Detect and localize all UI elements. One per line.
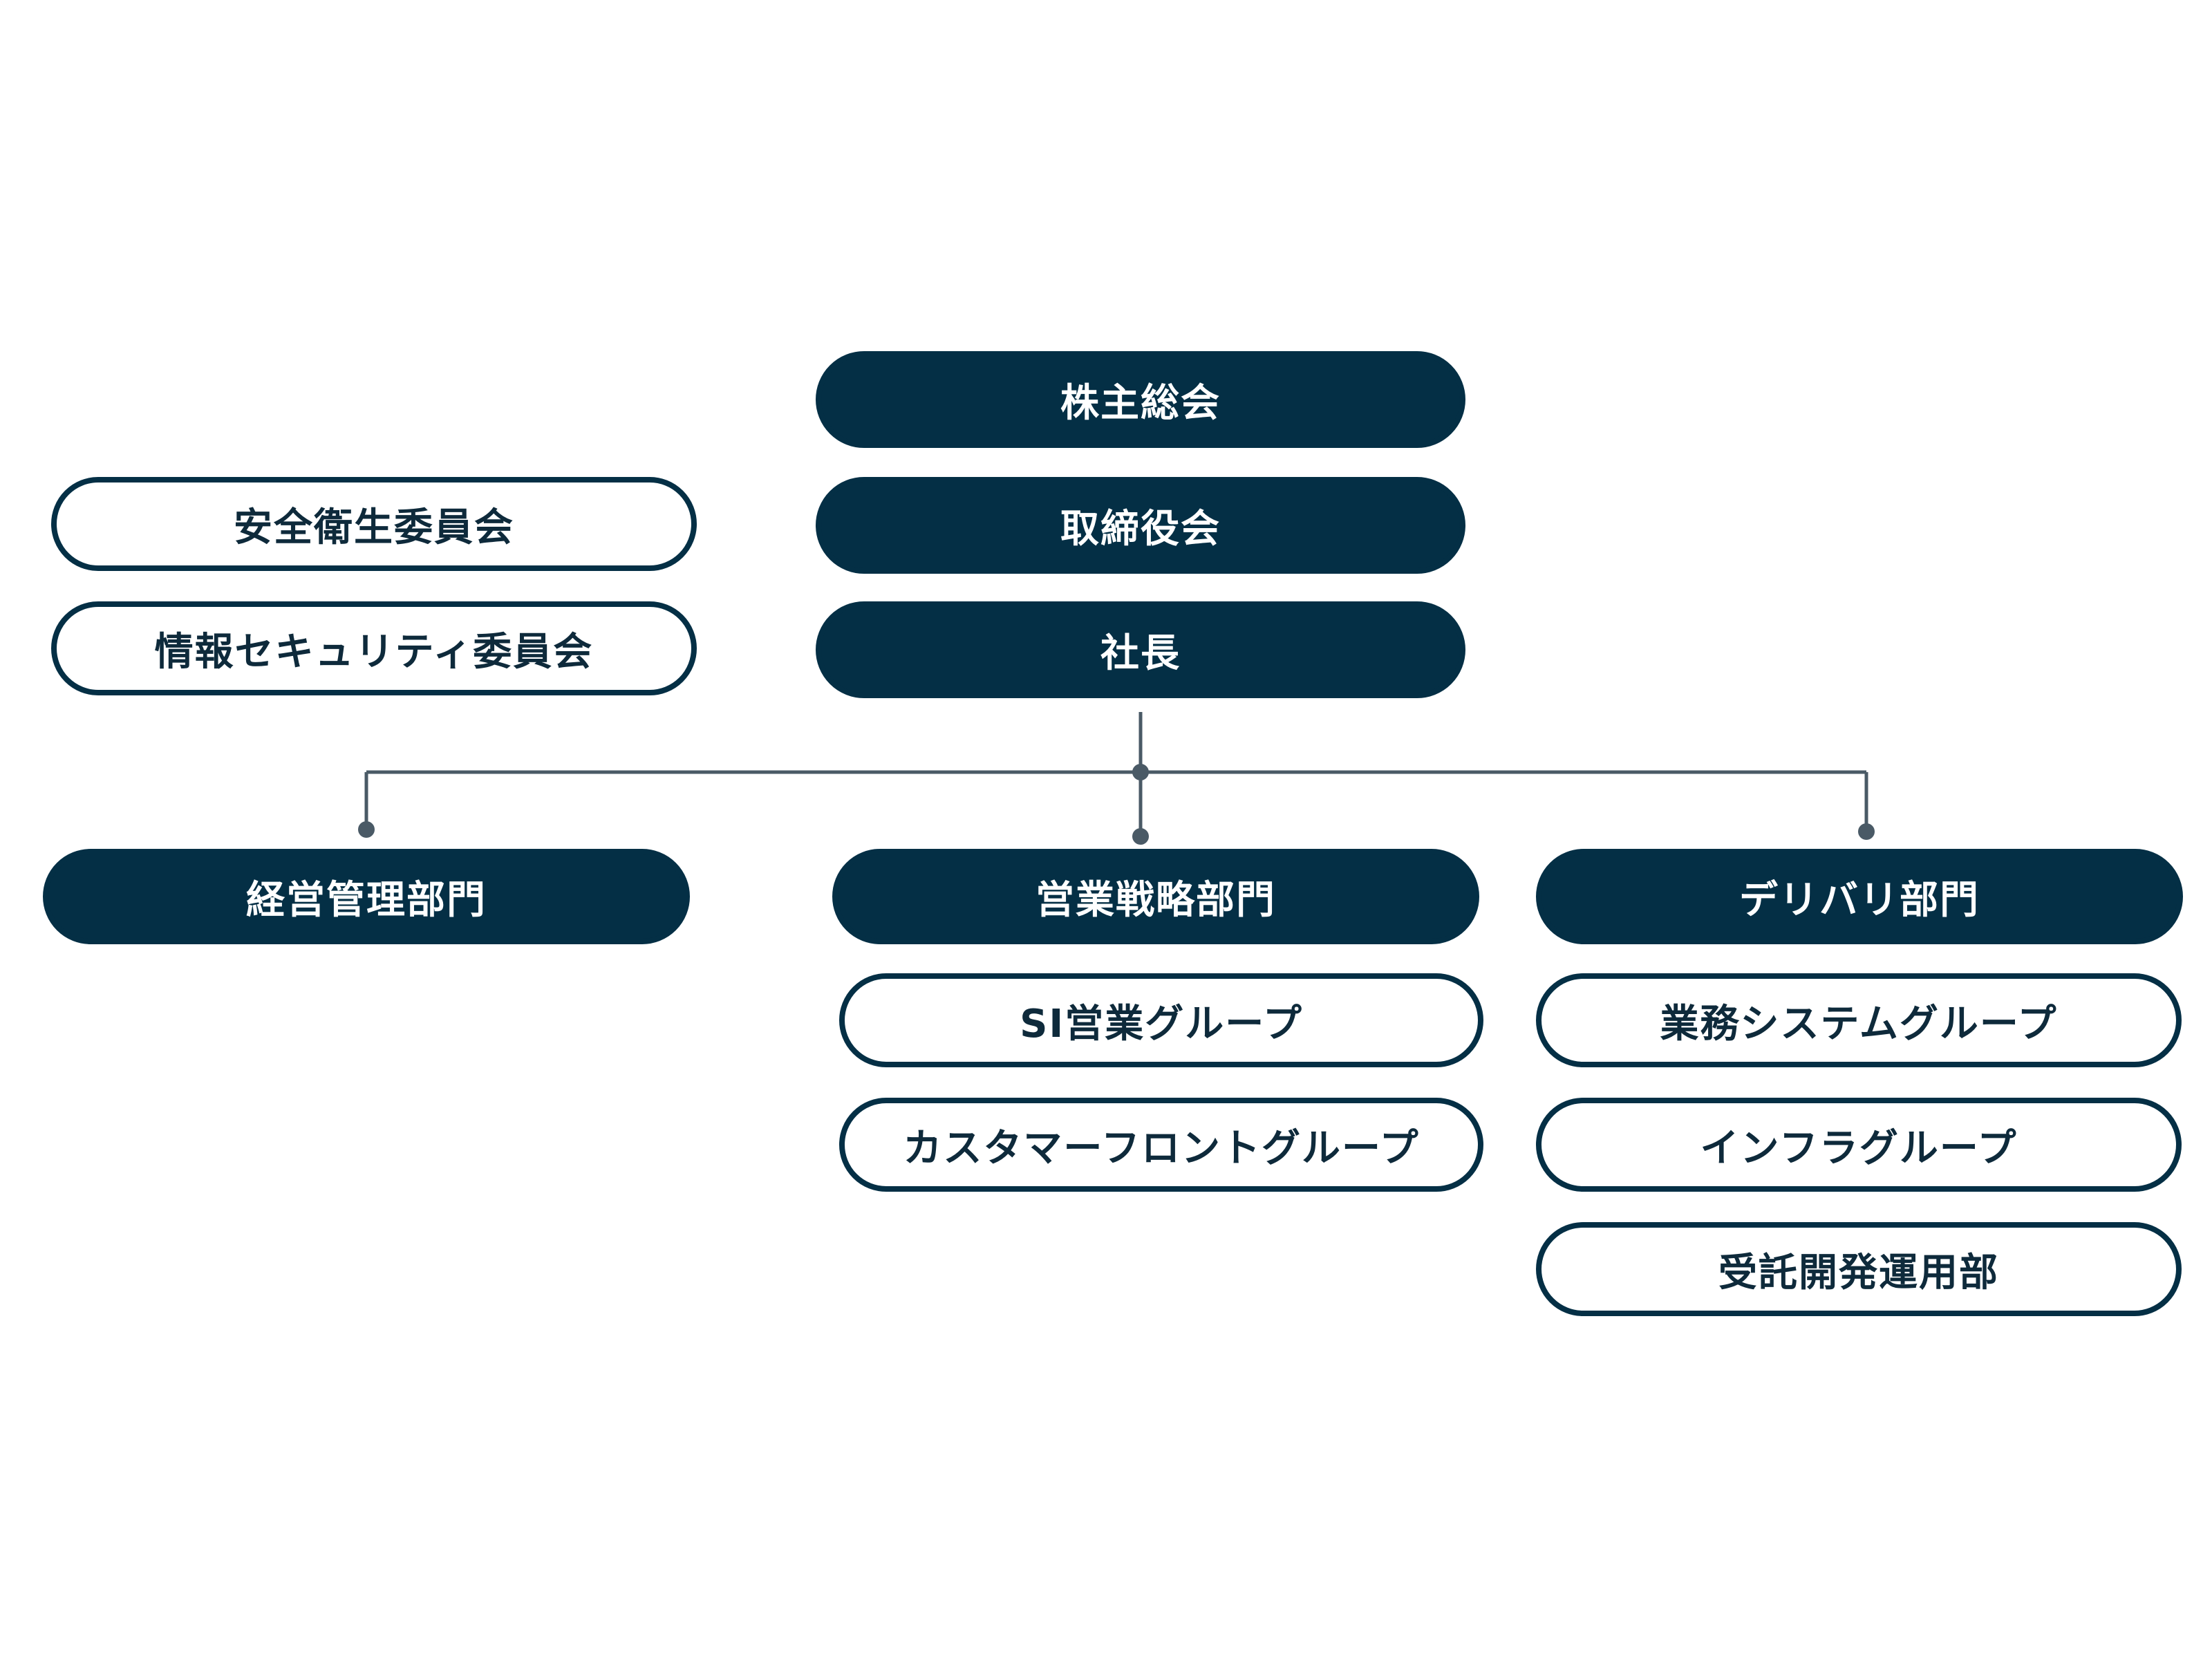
business-system-group-label: 業務システムグループ	[1660, 1001, 2058, 1047]
president-label: 社長	[1100, 630, 1181, 676]
shareholders-meeting-node: 株主総会	[816, 351, 1465, 448]
management-division-node: 経営管理部門	[43, 849, 690, 944]
management-dot	[358, 821, 375, 838]
board-of-directors-node: 取締役会	[816, 477, 1465, 574]
safety-committee-label: 安全衛生委員会	[234, 505, 514, 550]
infosec-committee-node: 情報セキュリティ委員会	[51, 601, 697, 695]
sales-dot	[1132, 828, 1149, 845]
contract-dev-ops-dept-label: 受託開発運用部	[1718, 1250, 1999, 1295]
management-division-label: 経営管理部門	[246, 877, 487, 923]
sales-division-label: 営業戦略部門	[1035, 877, 1276, 923]
customer-front-group-label: カスタマーフロントグループ	[903, 1125, 1420, 1171]
delivery-division-label: デリバリ部門	[1739, 877, 1980, 923]
business-system-group-node: 業務システムグループ	[1536, 973, 2182, 1067]
board-of-directors-label: 取締役会	[1060, 506, 1221, 552]
shareholders-meeting-label: 株主総会	[1060, 380, 1221, 426]
customer-front-group-node: カスタマーフロントグループ	[839, 1098, 1483, 1192]
delivery-dot	[1858, 823, 1875, 840]
safety-committee-node: 安全衛生委員会	[51, 477, 697, 571]
president-node: 社長	[816, 601, 1465, 698]
infrastructure-group-node: インフラグループ	[1536, 1098, 2182, 1192]
infrastructure-group-label: インフラグループ	[1700, 1125, 2018, 1171]
delivery-division-node: デリバリ部門	[1536, 849, 2183, 944]
infosec-committee-label: 情報セキュリティ委員会	[154, 629, 594, 675]
si-sales-group-label: SI営業グループ	[1020, 1001, 1303, 1047]
contract-dev-ops-dept-node: 受託開発運用部	[1536, 1222, 2182, 1316]
si-sales-group-node: SI営業グループ	[839, 973, 1483, 1067]
sales-division-node: 営業戦略部門	[832, 849, 1479, 944]
junction-dot	[1132, 764, 1149, 780]
